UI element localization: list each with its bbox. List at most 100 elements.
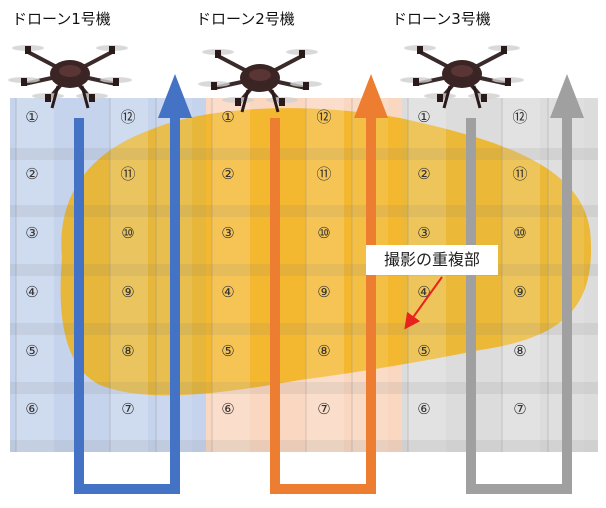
drone-motor <box>481 94 487 102</box>
photo-strip-horizontal <box>10 382 206 394</box>
grid-number-right: ⑨ <box>121 283 134 301</box>
photo-strip-horizontal <box>10 264 206 276</box>
photo-strip-horizontal <box>206 148 402 160</box>
drone-motor <box>299 50 305 58</box>
grid-number-left: ② <box>25 165 38 183</box>
grid-number-left: ⑤ <box>221 342 234 360</box>
grid-number-left: ③ <box>417 224 430 242</box>
grid-number-left: ⑥ <box>417 400 430 418</box>
drone-motor <box>279 98 285 106</box>
grid-number-left: ⑤ <box>25 342 38 360</box>
photo-strip-vertical <box>212 98 250 452</box>
grid-number-right: ⑫ <box>512 108 527 126</box>
drone-motor <box>413 78 419 86</box>
flight-path-arrow-3 <box>466 74 584 494</box>
drone-motor <box>109 46 115 54</box>
grid-number-right: ⑫ <box>120 108 135 126</box>
drone-leg <box>80 85 90 109</box>
grid-number-left: ③ <box>221 224 234 242</box>
photo-strip-vertical <box>110 98 148 452</box>
drone-motor <box>25 46 31 54</box>
grid-number-right: ⑦ <box>513 400 526 418</box>
photo-strip-horizontal <box>206 323 402 335</box>
drone-3-label: ドローン3号機 <box>392 10 491 28</box>
grid-number-left: ① <box>25 108 38 126</box>
photo-strip-vertical <box>306 98 344 452</box>
photo-strip-horizontal <box>10 323 206 335</box>
drone-motor <box>417 46 423 54</box>
photo-strip-horizontal <box>402 382 598 394</box>
grid-number-left: ⑤ <box>417 342 430 360</box>
overlap-pointer-arrow <box>404 276 443 330</box>
photo-strip-horizontal <box>206 264 402 276</box>
grid-number-right: ⑩ <box>513 224 526 242</box>
grid-number-right: ⑧ <box>317 342 330 360</box>
flight-path-arrow-2 <box>270 74 388 494</box>
drone-motor <box>113 78 119 86</box>
drone-leg <box>442 85 452 109</box>
drone-motor <box>89 94 95 102</box>
photo-strip-vertical <box>156 98 170 452</box>
grid-number-left: ④ <box>25 283 38 301</box>
drone-canopy <box>451 65 473 77</box>
drone-1-icon <box>8 45 132 109</box>
photo-strip-horizontal <box>206 205 402 217</box>
grid-number-right: ⑫ <box>316 108 331 126</box>
photo-strip-vertical <box>548 98 562 452</box>
photo-strip-vertical <box>570 98 584 452</box>
drone-motor <box>501 46 507 54</box>
photo-strip-horizontal <box>10 440 206 452</box>
grid-number-left: ④ <box>417 283 430 301</box>
drone-canopy <box>59 65 81 77</box>
drone-3-icon <box>400 45 524 109</box>
grid-number-left: ④ <box>221 283 234 301</box>
photo-strip-horizontal <box>10 148 206 160</box>
photo-strip-horizontal <box>402 205 598 217</box>
drone-motor <box>437 94 443 102</box>
drone-leg <box>472 85 482 109</box>
grid-number-left: ⑥ <box>25 400 38 418</box>
grid-number-right: ⑦ <box>317 400 330 418</box>
photo-strip-vertical <box>408 98 446 452</box>
photo-strip-horizontal <box>402 323 598 335</box>
grid-number-right: ⑪ <box>512 165 527 183</box>
grid-number-right: ⑨ <box>317 283 330 301</box>
drone-motor <box>21 78 27 86</box>
drone-1-label: ドローン1号機 <box>12 10 111 28</box>
overlap-label: 撮影の重複部 <box>366 245 498 275</box>
grid-number-right: ⑪ <box>120 165 135 183</box>
drone-2-icon <box>198 49 322 113</box>
grid-number-left: ② <box>221 165 234 183</box>
grid-number-right: ⑩ <box>317 224 330 242</box>
drone-leg <box>270 89 280 113</box>
drone-motor <box>215 50 221 58</box>
photo-strip-vertical <box>178 98 192 452</box>
grid-number-left: ① <box>221 108 234 126</box>
grid-number-right: ⑪ <box>316 165 331 183</box>
photo-strip-vertical <box>374 98 388 452</box>
drone-2-label: ドローン2号機 <box>196 10 295 28</box>
photo-strip-horizontal <box>402 440 598 452</box>
photo-strip-horizontal <box>206 382 402 394</box>
drone-motor <box>303 82 309 90</box>
grid-number-right: ⑧ <box>513 342 526 360</box>
photo-strip-vertical <box>352 98 366 452</box>
drone-motor <box>235 98 241 106</box>
grid-number-right: ⑦ <box>121 400 134 418</box>
drone-motor <box>211 82 217 90</box>
grid-number-left: ③ <box>25 224 38 242</box>
drone-canopy <box>249 69 271 81</box>
drone-motor <box>45 94 51 102</box>
grid-number-right: ⑩ <box>121 224 134 242</box>
grid-number-right: ⑧ <box>121 342 134 360</box>
drone-leg <box>50 85 60 109</box>
photo-strip-horizontal <box>10 205 206 217</box>
photo-strip-horizontal <box>402 148 598 160</box>
grid-number-left: ① <box>417 108 430 126</box>
grid-number-right: ⑨ <box>513 283 526 301</box>
photo-strip-horizontal <box>206 440 402 452</box>
flight-path-arrow-1 <box>74 74 192 494</box>
grid-number-left: ② <box>417 165 430 183</box>
